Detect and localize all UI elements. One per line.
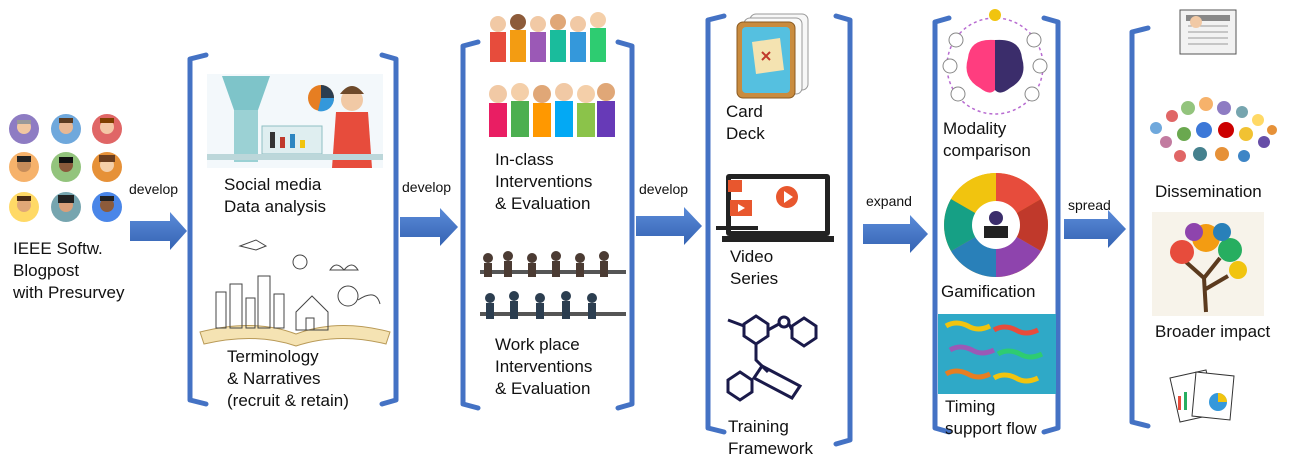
stage3-item1-label: Card Deck <box>726 101 765 145</box>
stage1-item2-label: Terminology & Narratives (recruit & reta… <box>227 346 349 412</box>
stage4-item3-label: Timing support flow <box>945 396 1037 440</box>
stage2-left-bracket <box>460 39 481 411</box>
stage4-item2-line: Gamification <box>941 282 1036 301</box>
stage2-item1-label: In-class Interventions & Evaluation <box>495 149 592 215</box>
arrow4-label: expand <box>866 193 912 209</box>
arrow-1 <box>130 212 187 250</box>
stage1-item1-label: Social media Data analysis <box>224 174 326 218</box>
stage4-item1-line: comparison <box>943 141 1031 160</box>
swimmers-illustration <box>938 314 1056 394</box>
newspaper-reader-icon <box>1179 9 1237 55</box>
book-illustration <box>199 239 391 347</box>
students-illustration <box>489 12 615 137</box>
workplace-illustration <box>480 251 626 319</box>
stage3-item2-label: Video Series <box>730 246 778 290</box>
stage2-item1-line: In-class <box>495 150 554 169</box>
stage1-item2-line: (recruit & retain) <box>227 391 349 410</box>
report-icon <box>1169 369 1235 423</box>
stage1-item2-line: & Narratives <box>227 369 321 388</box>
arrow3-label: develop <box>639 181 689 197</box>
stage0-line: IEEE Softw. <box>13 239 103 258</box>
stage5-left-bracket <box>1129 25 1151 429</box>
card-deck-icon <box>736 13 809 99</box>
stage3-item3-line: Training <box>728 417 789 436</box>
social-media-illustration <box>207 74 383 168</box>
gamification-wheel-icon <box>944 173 1048 277</box>
stage1-item2-line: Terminology <box>227 347 319 366</box>
arrow5-label: spread <box>1068 197 1111 213</box>
arrow1-label: develop <box>129 181 179 197</box>
stage2-item2-label: Work place Interventions & Evaluation <box>495 334 592 400</box>
video-series-icon <box>716 174 834 242</box>
arrow-3 <box>636 207 702 245</box>
stage3-right-bracket <box>833 13 853 447</box>
stage1-right-bracket <box>379 52 399 407</box>
stage0-line: with Presurvey <box>13 283 125 302</box>
stage4-item1-label: Modality comparison <box>943 118 1031 162</box>
stage5-item2-line: Broader impact <box>1155 322 1271 341</box>
stage4-item3-line: Timing <box>945 397 996 416</box>
stage5-item1-line: Dissemination <box>1155 182 1262 201</box>
stage4-item2-label: Gamification <box>941 281 1035 303</box>
stage2-item1-line: & Evaluation <box>495 194 591 213</box>
training-framework-icon <box>726 314 818 402</box>
stage1-left-bracket <box>187 52 209 407</box>
stage2-item2-line: & Evaluation <box>495 379 591 398</box>
stage3-left-bracket <box>705 13 727 435</box>
people-network-icon <box>1150 97 1277 162</box>
stage0-label: IEEE Softw. Blogpost with Presurvey <box>13 238 124 304</box>
stage3-item2-line: Video <box>730 247 774 266</box>
stage5-item1-label: Dissemination <box>1155 181 1262 203</box>
arrow-2 <box>400 208 458 246</box>
avatar <box>9 114 122 222</box>
arrow2-label: develop <box>402 179 452 195</box>
stage4-item1-line: Modality <box>943 119 1007 138</box>
stage4-left-bracket <box>932 15 952 435</box>
stage3-item3-label: Training Framework <box>728 416 813 460</box>
stage2-item1-line: Interventions <box>495 172 593 191</box>
stage4-item3-line: support flow <box>945 419 1037 438</box>
stage3-item1-line: Card <box>726 102 763 121</box>
arrow-5 <box>1064 210 1126 248</box>
stage5-item2-label: Broader impact <box>1155 321 1270 343</box>
stage2-item2-line: Work place <box>495 335 580 354</box>
stage3-item3-line: Framework <box>728 439 814 458</box>
stage1-item1-line: Data analysis <box>224 197 327 216</box>
stage4-right-bracket <box>1041 15 1061 435</box>
stage3-item1-line: Deck <box>726 124 765 143</box>
stage0-line: Blogpost <box>13 261 80 280</box>
stage3-item2-line: Series <box>730 269 779 288</box>
stage1-item1-line: Social media <box>224 175 322 194</box>
stage2-right-bracket <box>615 39 635 411</box>
stage2-item2-line: Interventions <box>495 357 593 376</box>
arrow-4 <box>863 215 928 253</box>
brain-modality-icon <box>942 9 1048 115</box>
tree-icon <box>1152 212 1264 316</box>
